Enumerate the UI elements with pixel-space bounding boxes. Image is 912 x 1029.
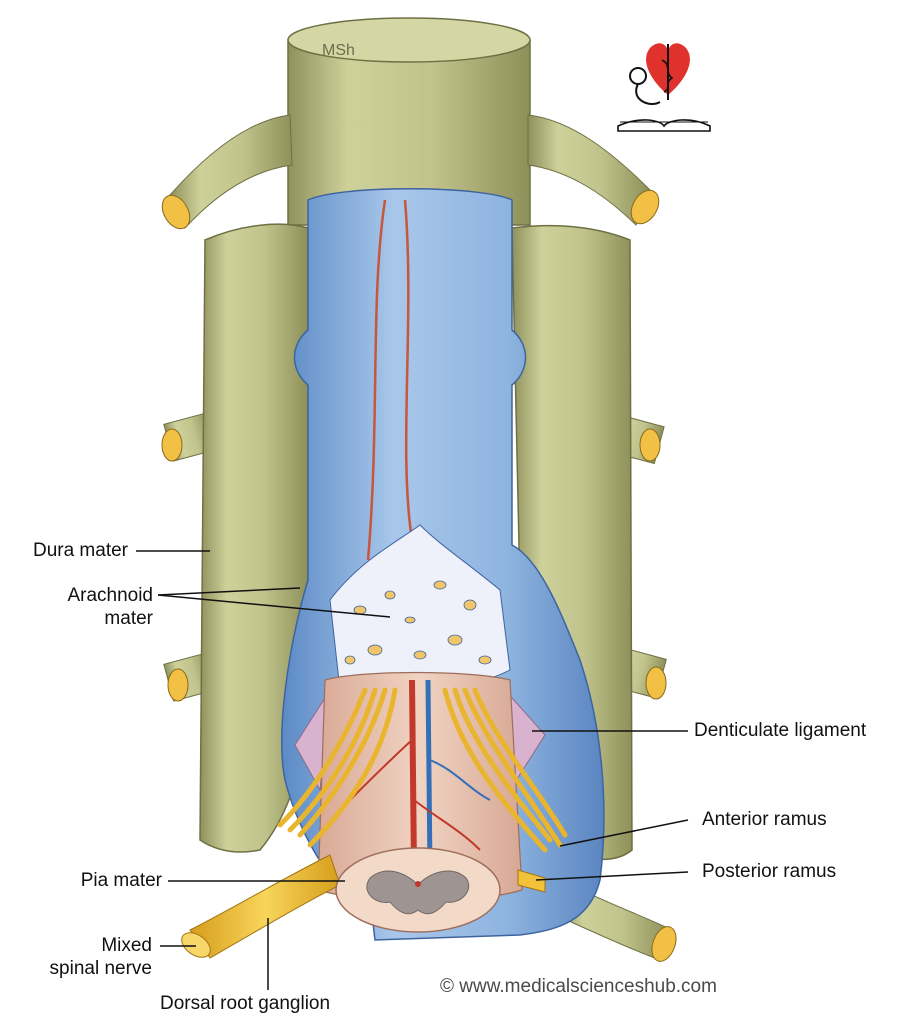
- label-dura-mater: Dura mater: [32, 540, 128, 561]
- arachnoid-vessels: [366, 199, 414, 561]
- label-arachnoid-line2: mater: [104, 608, 153, 629]
- label-mixed-line2: spinal nerve: [49, 958, 152, 979]
- label-pia-mater: Pia mater: [80, 870, 162, 891]
- label-denticulate-ligament: Denticulate ligament: [694, 720, 867, 741]
- upper-nerve-roots: [161, 114, 660, 230]
- label-dorsal-root-ganglion: Dorsal root ganglion: [160, 993, 331, 1014]
- cord-vessels: [349, 679, 491, 871]
- label-anterior-ramus: Anterior ramus: [702, 809, 827, 830]
- copyright-text: © www.medicalscienceshub.com: [440, 976, 717, 997]
- watermark-msh: MSh: [322, 42, 355, 59]
- nerve-cut-end: [181, 932, 211, 958]
- label-mixed-line1: Mixed: [101, 935, 152, 956]
- anterior-spinal-artery-dot: [415, 881, 421, 887]
- label-posterior-ramus: Posterior ramus: [702, 861, 837, 882]
- heart-caduceus-book-icon: [617, 43, 711, 132]
- label-arachnoid-line1: Arachnoid: [67, 585, 153, 606]
- leader-lines: [136, 550, 689, 990]
- mixed-spinal-nerve: [189, 854, 341, 959]
- trabecular-holes: [344, 580, 492, 665]
- nerve-rootlets: [277, 687, 568, 853]
- posterior-ramus-nerve: [517, 869, 546, 893]
